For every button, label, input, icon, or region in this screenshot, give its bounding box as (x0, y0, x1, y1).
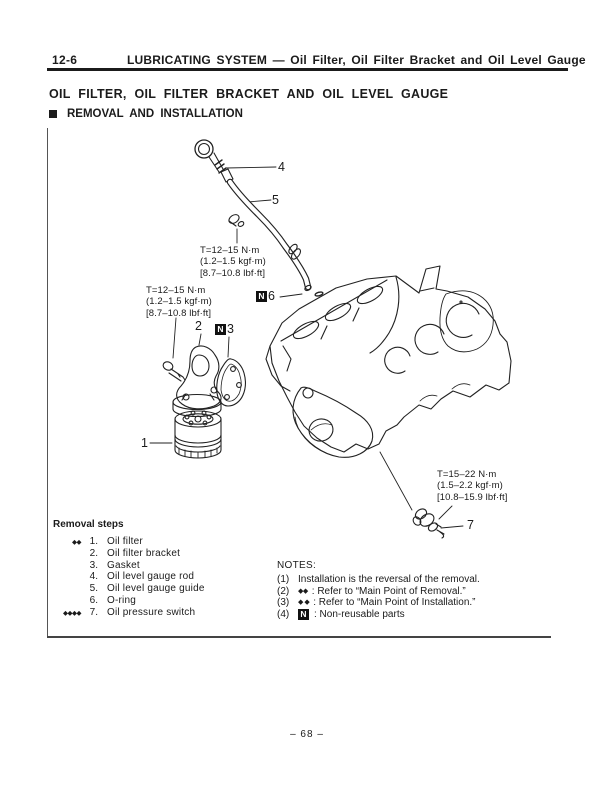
step-label: Oil level gauge guide (107, 583, 205, 595)
step-label: Oil filter (107, 536, 143, 547)
list-item: 6. O-ring (50, 595, 260, 607)
torque-line: (1.2–1.5 kgf·m) (200, 256, 266, 268)
subsection-title: REMOVAL AND INSTALLATION (67, 108, 243, 120)
diagram-frame-bottom-rule (47, 636, 551, 638)
gasket-drawing (217, 359, 246, 406)
step-marker: ◆◆◆◆ (63, 609, 82, 617)
non-reusable-icon: N (215, 324, 226, 335)
header-rule (47, 68, 568, 71)
non-reusable-icon: N (256, 291, 267, 302)
step-label: Oil level gauge rod (107, 571, 195, 583)
section-title: OIL FILTER, OIL FILTER BRACKET AND OIL L… (49, 87, 449, 101)
torque-line: [8.7–10.8 lbf·ft] (146, 307, 212, 319)
oil-filter-bracket-drawing (173, 346, 221, 417)
part-label-5: 5 (272, 193, 279, 207)
header-title: LUBRICATING SYSTEM — Oil Filter, Oil Fil… (127, 53, 586, 67)
list-item: 3. Gasket (50, 560, 260, 572)
page-number: 12-6 (52, 53, 78, 67)
removal-steps-list: Removal steps ◆◆ 1. Oil filter 2. Oil fi… (50, 519, 260, 619)
step-number: 2. (89, 547, 98, 559)
removal-steps-title: Removal steps (53, 519, 124, 530)
oil-level-gauge-rod-drawing (195, 140, 233, 182)
note-prefix: (1) (277, 574, 290, 585)
note-prefix: (3) (277, 597, 290, 609)
note-item: (4) N : Non-reusable parts (277, 609, 557, 621)
note-prefix: (2) (277, 585, 290, 597)
oil-pressure-switch-drawing (412, 507, 444, 538)
part-number: 6 (268, 289, 275, 303)
step-number: 3. (89, 559, 98, 571)
notes-title: NOTES: (277, 560, 317, 571)
o-ring-drawing (315, 291, 324, 296)
torque-line: [8.7–10.8 lbf·ft] (200, 267, 266, 279)
step-label: O-ring (107, 594, 136, 606)
step-label: Oil pressure switch (107, 606, 196, 618)
torque-line: (1.2–1.5 kgf·m) (146, 296, 212, 308)
step-number: 5. (89, 583, 98, 595)
note-item: (3) ◆ ◆ : Refer to “Main Point of Instal… (277, 597, 557, 609)
torque-callout-oil-pressure-switch: T=15–22 N·m (1.5–2.2 kgf·m) [10.8–15.9 l… (437, 469, 507, 503)
note-item: (1) Installation is the reversal of the … (277, 574, 557, 586)
step-number: 4. (89, 571, 98, 583)
torque-line: T=12–15 N·m (200, 245, 260, 256)
page-footer-number: – 68 – (290, 729, 324, 740)
note-text: : Non-reusable parts (314, 608, 405, 620)
removal-marker-icon: ◆◆ (298, 587, 308, 595)
step-label: Gasket (107, 559, 140, 571)
bracket-bolt-drawing (162, 360, 185, 381)
subsection-heading: REMOVAL AND INSTALLATION (49, 108, 243, 120)
part-label-1: 1 (141, 436, 148, 450)
torque-callout-bracket-bolt: T=12–15 N·m (1.2–1.5 kgf·m) [8.7–10.8 lb… (146, 285, 212, 319)
list-item: 5. Oil level gauge guide (50, 583, 260, 595)
torque-line: T=15–22 N·m (437, 469, 497, 480)
step-marker: ◆◆ (72, 538, 82, 546)
torque-line: T=12–15 N·m (146, 285, 206, 296)
note-text: Installation is the reversal of the remo… (298, 574, 480, 585)
torque-callout-dipstick-guide: T=12–15 N·m (1.2–1.5 kgf·m) [8.7–10.8 lb… (200, 245, 266, 279)
non-reusable-icon: N (298, 609, 309, 621)
leader-lines (150, 167, 463, 528)
list-item: ◆◆◆◆ 7. Oil pressure switch (50, 607, 260, 619)
note-item: (2) ◆◆ : Refer to “Main Point of Removal… (277, 586, 557, 598)
diagram-frame-left-rule (47, 128, 48, 637)
step-number: 1. (89, 536, 98, 547)
list-item: ◆◆ 1. Oil filter (50, 536, 260, 548)
engine-block-drawing (266, 266, 511, 457)
installation-marker-icon: ◆ ◆ (298, 599, 310, 607)
note-text: : Refer to “Main Point of Installation.” (313, 597, 476, 609)
step-number: 7. (89, 606, 98, 618)
part-number: 3 (227, 322, 234, 336)
list-item: 4. Oil level gauge rod (50, 571, 260, 583)
note-text: : Refer to “Main Point of Removal.” (311, 585, 466, 597)
notes-block: NOTES: (1) Installation is the reversal … (277, 560, 557, 621)
step-label: Oil filter bracket (107, 547, 181, 559)
part-label-3: N 3 (215, 322, 234, 336)
oil-filter-drawing (175, 411, 221, 458)
part-label-7: 7 (467, 518, 474, 532)
square-bullet-icon (49, 110, 57, 118)
list-item: 2. Oil filter bracket (50, 548, 260, 560)
note-prefix: (4) (277, 608, 290, 620)
torque-line: [10.8–15.9 lbf·ft] (437, 491, 508, 503)
step-number: 6. (89, 594, 98, 606)
torque-line: (1.5–2.2 kgf·m) (437, 480, 503, 492)
part-label-4: 4 (278, 160, 285, 174)
part-label-6: N 6 (256, 289, 275, 303)
oil-level-gauge-guide-drawing (227, 182, 312, 292)
part-label-2: 2 (195, 319, 202, 333)
